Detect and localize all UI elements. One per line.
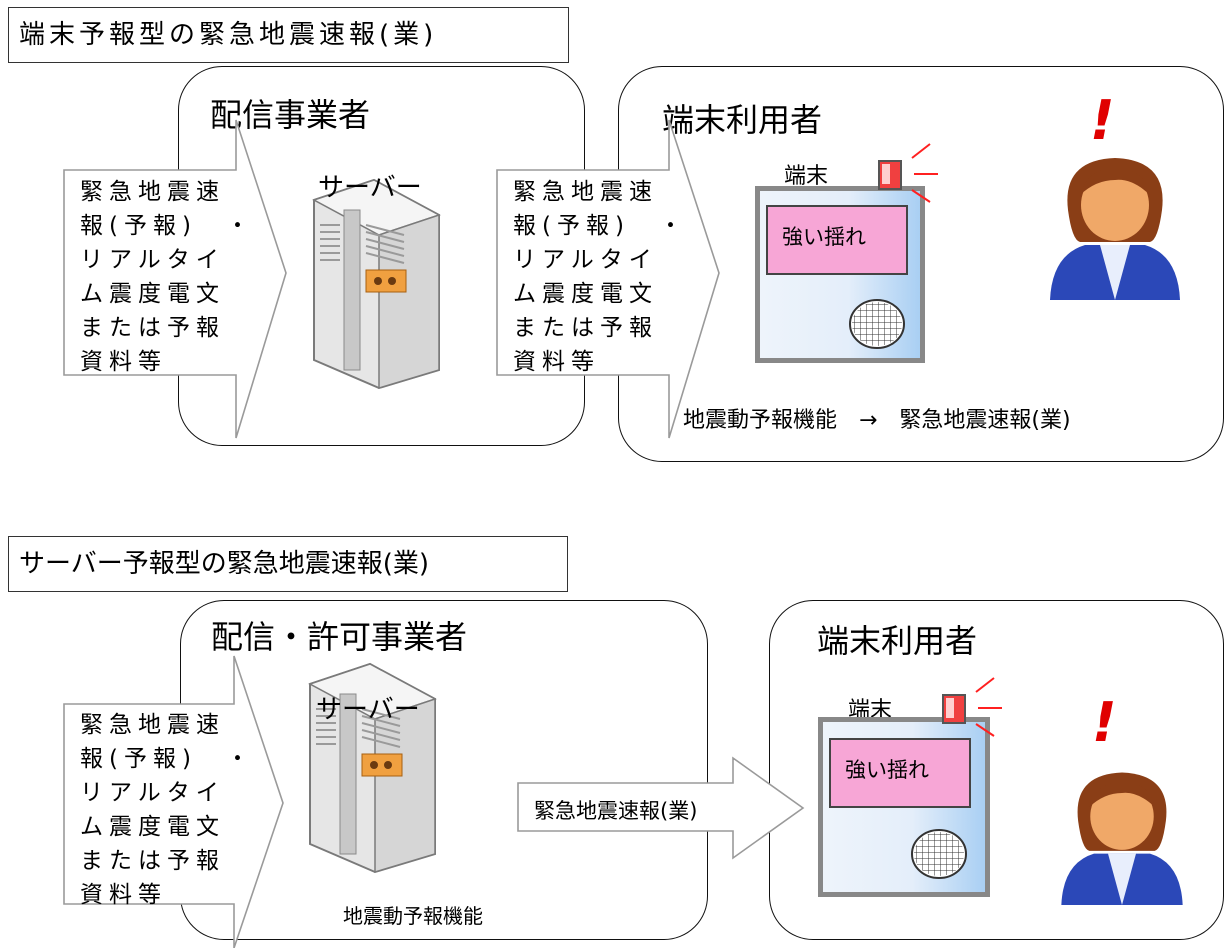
user-icon bbox=[1050, 158, 1180, 300]
server-icon bbox=[308, 662, 437, 874]
exclamation-icon: ! bbox=[1092, 691, 1117, 754]
alarm-lamp-icon bbox=[942, 677, 1002, 737]
bottom-section-title: サーバー予報型の緊急地震速報(業) bbox=[8, 536, 568, 592]
bottom-device-screen: 強い揺れ bbox=[829, 738, 971, 808]
server-icon bbox=[312, 178, 441, 390]
top-device-screen: 強い揺れ bbox=[766, 205, 908, 275]
alarm-lamp-icon bbox=[878, 143, 938, 203]
bottom-provider-footer: 地震動予報機能 bbox=[343, 904, 483, 928]
speaker-icon bbox=[849, 299, 905, 349]
bottom-user-title: 端末利用者 bbox=[817, 622, 978, 660]
speaker-icon bbox=[911, 829, 967, 879]
top-user-title: 端末利用者 bbox=[662, 101, 823, 139]
top-relay-arrow-text: 緊急地震速 報(予報) ・ リアルタイ ム震度電文 または予報 資料等 bbox=[513, 179, 688, 375]
bottom-input-arrow-text: 緊急地震速 報(予報) ・ リアルタイ ム震度電文 または予報 資料等 bbox=[80, 712, 255, 908]
top-device-label: 端末 bbox=[784, 164, 829, 189]
bottom-server-label: サーバー bbox=[316, 695, 420, 725]
user-icon bbox=[1061, 772, 1183, 905]
top-server-label: サーバー bbox=[318, 173, 422, 203]
top-input-arrow-text: 緊急地震速 報(予報) ・ リアルタイ ム震度電文 または予報 資料等 bbox=[80, 179, 255, 375]
top-section-title: 端末予報型の緊急地震速報(業) bbox=[8, 7, 569, 63]
bottom-provider-title: 配信・許可事業者 bbox=[211, 618, 468, 656]
bottom-relay-arrow-text: 緊急地震速報(業) bbox=[534, 799, 698, 823]
exclamation-icon: ! bbox=[1090, 89, 1115, 152]
top-user-footer: 地震動予報機能 → 緊急地震速報(業) bbox=[683, 408, 1071, 433]
